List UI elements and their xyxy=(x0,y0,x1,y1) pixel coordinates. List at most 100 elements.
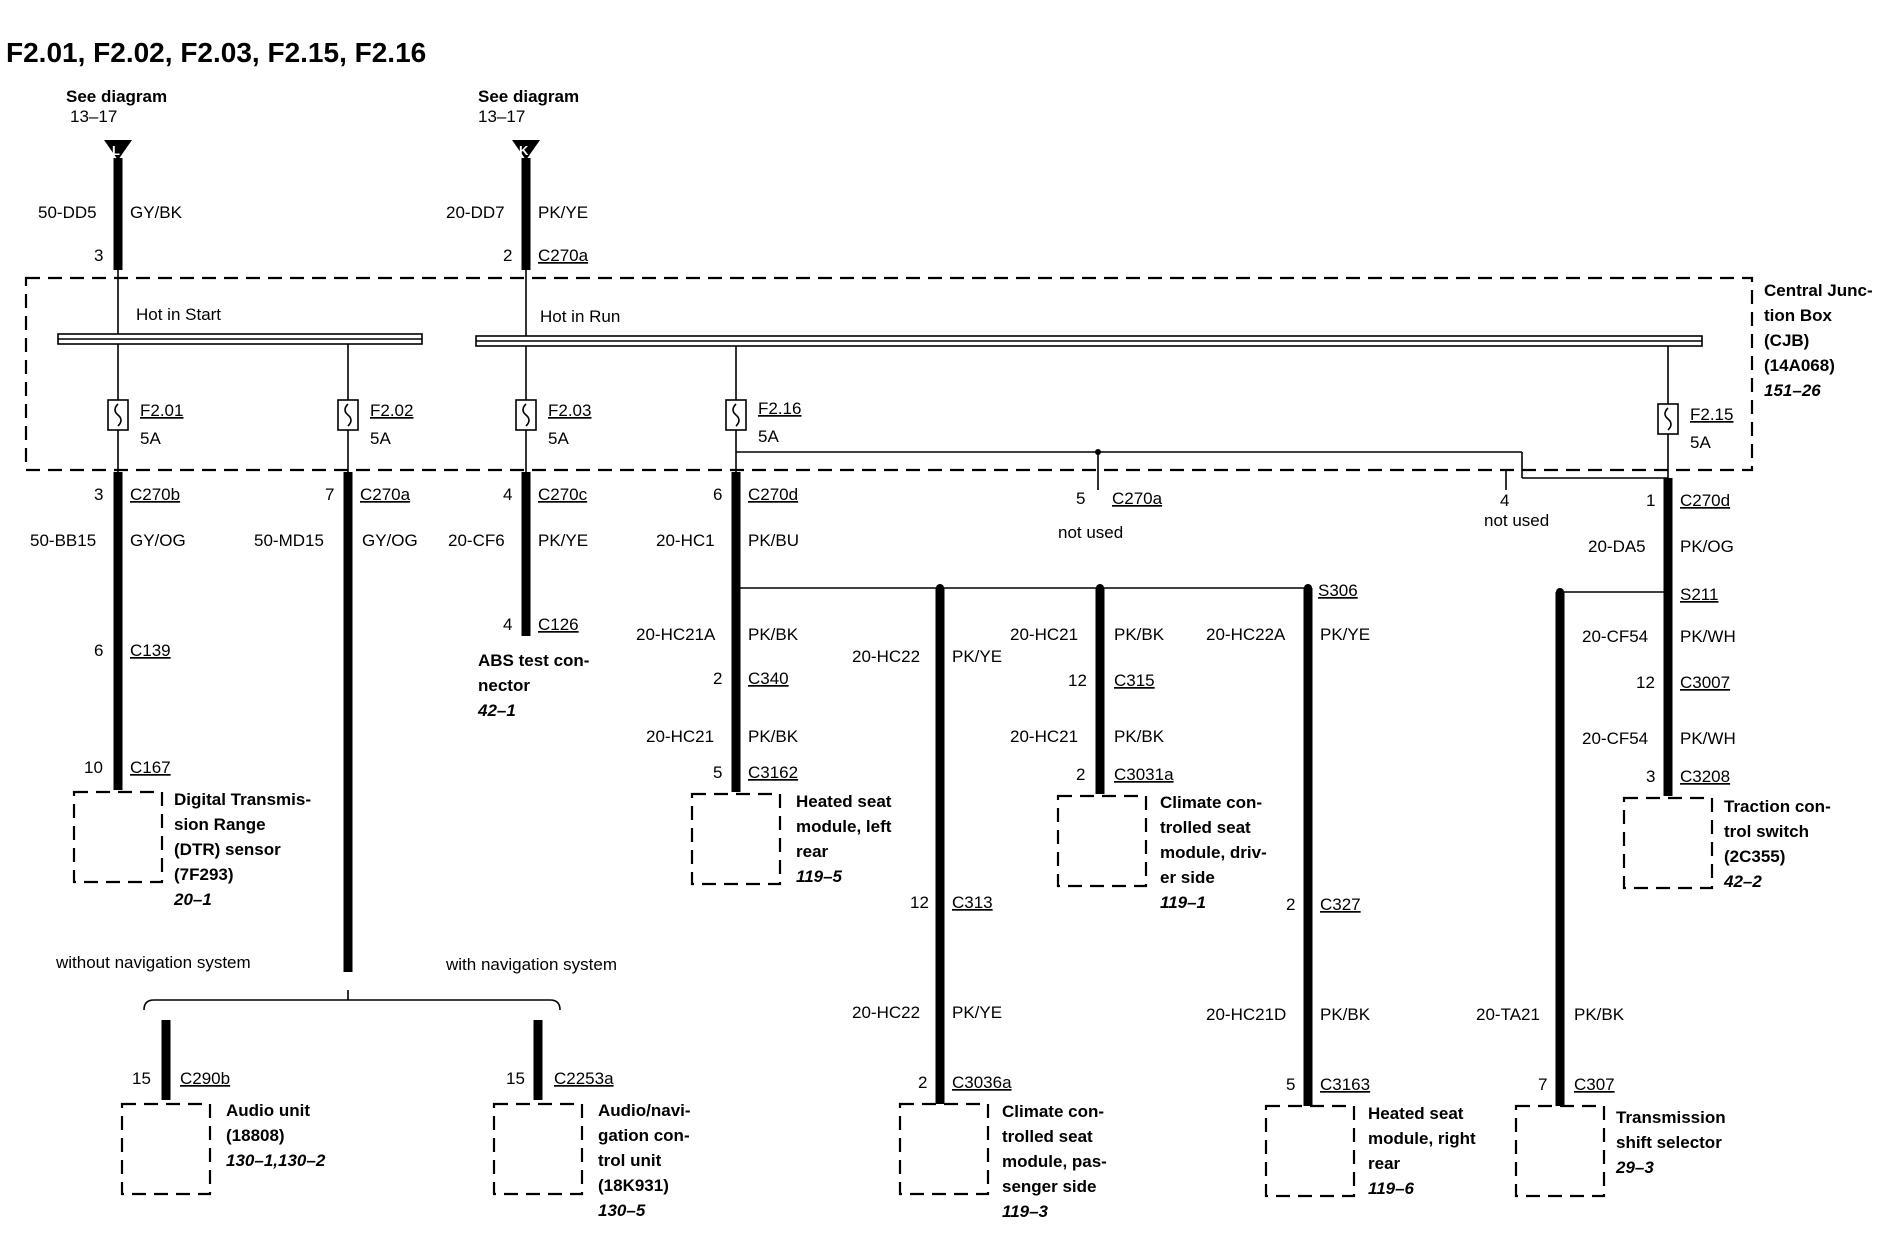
svg-text:C313: C313 xyxy=(952,893,993,912)
svg-text:F2.16: F2.16 xyxy=(758,399,801,418)
svg-text:GY/OG: GY/OG xyxy=(130,531,186,550)
svg-text:C290b: C290b xyxy=(180,1069,230,1088)
svg-text:20-HC21: 20-HC21 xyxy=(646,727,714,746)
svg-text:C3007: C3007 xyxy=(1680,673,1730,692)
svg-text:3: 3 xyxy=(94,485,103,504)
svg-text:F2.03: F2.03 xyxy=(548,401,591,420)
svg-text:4: 4 xyxy=(1500,491,1509,510)
svg-text:C3031a: C3031a xyxy=(1114,765,1174,784)
svg-text:42–1: 42–1 xyxy=(477,701,516,720)
svg-text:C270a: C270a xyxy=(1112,489,1163,508)
svg-text:Climate con-: Climate con- xyxy=(1002,1102,1104,1121)
svg-text:C327: C327 xyxy=(1320,895,1361,914)
svg-text:7: 7 xyxy=(325,485,334,504)
connector-K-icon xyxy=(512,140,540,160)
svg-text:nector: nector xyxy=(478,676,530,695)
circuit-label: 20-DD7 xyxy=(446,203,505,222)
transmission-shift-selector-box xyxy=(1514,1104,1606,1198)
climate-seat-driver-box xyxy=(1056,794,1148,888)
svg-text:12: 12 xyxy=(1636,673,1655,692)
traction-control-switch-box xyxy=(1622,796,1714,890)
traction-control-switch-label: Traction con- trol switch (2C355) 42–2 xyxy=(1723,797,1831,891)
climate-seat-passenger-box xyxy=(898,1102,990,1196)
output-da5-wire: 1 C270d 20-DA5 PK/OG xyxy=(1588,478,1734,592)
svg-text:12: 12 xyxy=(1068,671,1087,690)
svg-text:tion Box: tion Box xyxy=(1764,306,1833,325)
svg-text:C315: C315 xyxy=(1114,671,1155,690)
svg-text:(7F293): (7F293) xyxy=(174,865,234,884)
svg-text:PK/WH: PK/WH xyxy=(1680,729,1736,748)
branch-climate-seat-passenger: 20-HC22 PK/YE 12 C313 20-HC22 PK/YE 2 C3… xyxy=(852,588,1012,1104)
input-L: See diagram 13–17 L 50-DD5 GY/BK 3 xyxy=(38,87,183,270)
svg-text:C3162: C3162 xyxy=(748,763,798,782)
svg-text:C3036a: C3036a xyxy=(952,1073,1012,1092)
svg-text:Heated seat: Heated seat xyxy=(796,792,892,811)
svg-text:(14A068): (14A068) xyxy=(1764,356,1835,375)
svg-text:2: 2 xyxy=(1076,765,1085,784)
svg-text:5A: 5A xyxy=(548,429,569,448)
svg-text:PK/YE: PK/YE xyxy=(952,647,1002,666)
svg-text:trol unit: trol unit xyxy=(598,1151,662,1170)
svg-text:130–1,130–2: 130–1,130–2 xyxy=(226,1151,326,1170)
svg-text:module, right: module, right xyxy=(1368,1129,1476,1148)
svg-text:F2.02: F2.02 xyxy=(370,401,413,420)
svg-text:151–26: 151–26 xyxy=(1764,381,1821,400)
svg-text:20-HC21D: 20-HC21D xyxy=(1206,1005,1286,1024)
svg-text:50-MD15: 50-MD15 xyxy=(254,531,324,550)
svg-text:119–5: 119–5 xyxy=(796,867,843,886)
svg-text:5A: 5A xyxy=(758,427,779,446)
svg-text:C270d: C270d xyxy=(748,485,798,504)
svg-text:(18808): (18808) xyxy=(226,1126,285,1145)
svg-text:module, pas-: module, pas- xyxy=(1002,1152,1107,1171)
svg-text:C2253a: C2253a xyxy=(554,1069,614,1088)
svg-text:F2.01: F2.01 xyxy=(140,401,183,420)
svg-text:Heated seat: Heated seat xyxy=(1368,1104,1464,1123)
not-used-pin-4: 4 not used xyxy=(1484,491,1549,530)
svg-text:12: 12 xyxy=(910,893,929,912)
svg-text:rear: rear xyxy=(796,842,829,861)
wire-color: GY/BK xyxy=(130,203,183,222)
audio-nav-unit-label: Audio/navi- gation con- trol unit (18K93… xyxy=(598,1101,691,1220)
not-used-pin-5: 5 C270a not used xyxy=(1058,489,1163,542)
svg-text:C3208: C3208 xyxy=(1680,767,1730,786)
climate-seat-driver-label: Climate con- trolled seat module, driv- … xyxy=(1160,793,1267,912)
fuse-f216: F2.16 5A xyxy=(725,399,801,446)
svg-text:6: 6 xyxy=(713,485,722,504)
branch-heated-seat-left-rear: 20-HC21A PK/BK 2 C340 20-HC21 PK/BK 5 C3… xyxy=(636,588,799,792)
output-audio-wire: 7 C270a 50-MD15 GY/OG xyxy=(254,472,418,972)
svg-text:C307: C307 xyxy=(1574,1075,1615,1094)
svg-text:20-HC22A: 20-HC22A xyxy=(1206,625,1286,644)
dtr-sensor-label: Digital Transmis- sion Range (DTR) senso… xyxy=(173,790,311,909)
transmission-shift-selector-label: Transmission shift selector 29–3 xyxy=(1615,1108,1726,1177)
svg-text:PK/WH: PK/WH xyxy=(1680,627,1736,646)
diagram-ref: 13–17 xyxy=(478,107,525,126)
pin-number: 2 xyxy=(503,246,512,265)
abs-connector-label: ABS test con- nector 42–1 xyxy=(477,651,589,720)
option-with-nav: with navigation system xyxy=(445,955,617,974)
svg-text:trol switch: trol switch xyxy=(1724,822,1809,841)
svg-text:6: 6 xyxy=(94,641,103,660)
svg-text:5A: 5A xyxy=(1690,433,1711,452)
svg-text:Audio/navi-: Audio/navi- xyxy=(598,1101,691,1120)
wire-color: PK/YE xyxy=(538,203,588,222)
heated-seat-right-rear-label: Heated seat module, right rear 119–6 xyxy=(1368,1104,1476,1198)
svg-text:7: 7 xyxy=(1538,1075,1547,1094)
cjb-label: Central Junc- tion Box (CJB) (14A068) 15… xyxy=(1764,281,1873,400)
svg-text:PK/BK: PK/BK xyxy=(1114,727,1165,746)
svg-text:rear: rear xyxy=(1368,1154,1401,1173)
svg-text:5: 5 xyxy=(1076,489,1085,508)
svg-text:module, driv-: module, driv- xyxy=(1160,843,1267,862)
svg-text:gation con-: gation con- xyxy=(598,1126,690,1145)
svg-text:2: 2 xyxy=(918,1073,927,1092)
splice-s211: S211 xyxy=(1680,585,1718,604)
svg-text:trolled seat: trolled seat xyxy=(1160,818,1251,837)
svg-text:5: 5 xyxy=(713,763,722,782)
svg-text:5A: 5A xyxy=(140,429,161,448)
svg-text:Climate con-: Climate con- xyxy=(1160,793,1262,812)
svg-text:5: 5 xyxy=(1286,1075,1295,1094)
svg-text:er side: er side xyxy=(1160,868,1215,887)
branch-traction-control-switch: 20-CF54 PK/WH 12 C3007 20-CF54 PK/WH 3 C… xyxy=(1582,592,1736,796)
bus-label-run: Hot in Run xyxy=(540,307,620,326)
svg-text:20–1: 20–1 xyxy=(173,890,212,909)
